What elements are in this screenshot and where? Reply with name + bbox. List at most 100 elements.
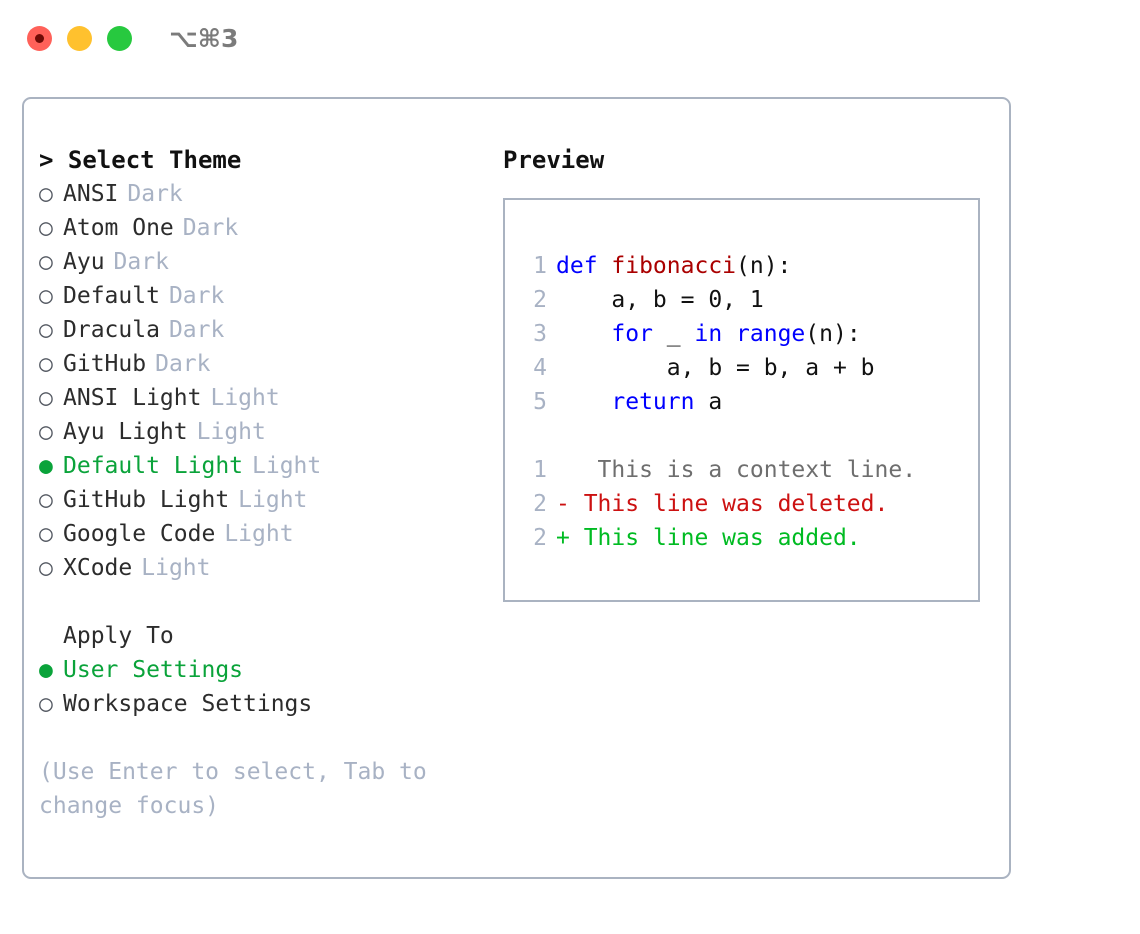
theme-option-default-dark[interactable]: ○ Default Dark — [39, 279, 489, 313]
code-line: 3 for _ in range(n): — [519, 317, 974, 351]
radio-icon: ○ — [39, 249, 53, 275]
theme-option-label: XCode — [63, 555, 133, 581]
theme-option-label: Google Code — [63, 521, 216, 547]
radio-icon: ○ — [39, 691, 53, 717]
apply-to-header: Apply To — [63, 623, 174, 649]
theme-option-google-code[interactable]: ○ Google Code Light — [39, 517, 489, 551]
theme-option-atom-one-dark[interactable]: ○ Atom One Dark — [39, 211, 489, 245]
radio-icon: ○ — [39, 385, 53, 411]
diff-line-deleted: 2- This line was deleted. — [519, 487, 974, 521]
radio-icon: ○ — [39, 351, 53, 377]
code-token: a — [694, 389, 723, 415]
theme-variant-tag: Light — [252, 453, 322, 479]
theme-option-xcode[interactable]: ○ XCode Light — [39, 551, 489, 585]
diff-text: This line was added. — [569, 525, 861, 551]
theme-variant-tag: Dark — [168, 317, 225, 343]
theme-option-label: Dracula — [63, 317, 160, 343]
code-line: 2 a, b = 0, 1 — [519, 283, 974, 317]
code-token: fibonacci — [611, 253, 737, 279]
code-token: in — [694, 321, 723, 347]
radio-icon: ○ — [39, 215, 53, 241]
radio-icon: ○ — [39, 555, 53, 581]
theme-option-label: GitHub Light — [63, 487, 230, 513]
theme-option-label: Atom One — [63, 215, 174, 241]
preview-header: Preview — [503, 146, 605, 174]
line-number: 5 — [533, 389, 547, 415]
code-token: (n): — [805, 321, 861, 347]
select-theme-header: > Select Theme — [39, 146, 242, 174]
theme-option-label: ANSI — [63, 181, 119, 207]
close-icon — [35, 34, 44, 43]
keyboard-hint-text: (Use Enter to select, Tab to change focu… — [39, 759, 427, 819]
radio-selected-icon: ● — [39, 657, 53, 683]
line-number: 2 — [533, 525, 547, 551]
theme-variant-tag: Light — [238, 487, 308, 513]
code-line: 1 def fibonacci(n): — [519, 249, 974, 283]
diff-text: This line was deleted. — [569, 491, 889, 517]
window-titlebar: ⌥⌘3 — [0, 0, 1140, 78]
code-token: a, b = b, a + b — [556, 355, 875, 381]
code-token — [556, 389, 611, 415]
theme-variant-tag: Light — [196, 419, 266, 445]
line-number: 1 — [533, 457, 547, 483]
apply-to-option-workspace-settings[interactable]: ○ Workspace Settings — [39, 687, 489, 721]
theme-option-label: Default — [63, 283, 160, 309]
apply-to-option-label: Workspace Settings — [63, 691, 313, 717]
apply-to-option-label: User Settings — [63, 657, 244, 683]
theme-option-default-light[interactable]: ● Default Light Light — [39, 449, 489, 483]
line-number: 2 — [533, 287, 547, 313]
diff-sign — [556, 457, 570, 483]
maximize-window-button[interactable] — [107, 26, 132, 51]
code-token: def — [556, 253, 612, 279]
code-token: range — [736, 321, 806, 347]
theme-option-label: Ayu — [63, 249, 105, 275]
diff-line-added: 2 + This line was added. — [519, 521, 974, 555]
theme-option-github-light[interactable]: ○ GitHub Light Light — [39, 483, 489, 517]
code-token: return — [611, 389, 695, 415]
theme-variant-tag: Dark — [155, 351, 211, 377]
radio-icon: ○ — [39, 181, 53, 207]
code-token — [556, 321, 611, 347]
theme-option-github-dark[interactable]: ○ GitHub Dark — [39, 347, 489, 381]
diff-sign: + — [556, 525, 570, 551]
theme-option-label: GitHub — [63, 351, 147, 377]
code-line: 4 a, b = b, a + b — [519, 351, 974, 385]
radio-icon: ○ — [39, 521, 53, 547]
code-token: (n): — [736, 253, 792, 279]
line-number: 2 — [533, 491, 547, 517]
diff-sign: - — [556, 491, 570, 517]
theme-variant-tag: Dark — [168, 283, 225, 309]
theme-option-label: Ayu Light — [63, 419, 188, 445]
line-number: 1 — [533, 253, 547, 279]
radio-icon: ○ — [39, 283, 53, 309]
code-line: 5 return a — [519, 385, 974, 419]
line-number: 4 — [533, 355, 547, 381]
radio-selected-icon: ● — [39, 453, 53, 479]
code-blank-line — [519, 419, 974, 453]
radio-icon: ○ — [39, 419, 53, 445]
theme-option-ansi-dark[interactable]: ○ ANSI Dark — [39, 177, 489, 211]
theme-variant-tag: Dark — [127, 181, 183, 207]
radio-icon: ○ — [39, 317, 53, 343]
minimize-window-button[interactable] — [67, 26, 92, 51]
apply-to-option-user-settings[interactable]: ● User Settings — [39, 653, 489, 687]
theme-variant-tag: Light — [224, 521, 294, 547]
code-token: for — [611, 321, 653, 347]
theme-variant-tag: Light — [141, 555, 211, 581]
list-spacer — [39, 585, 489, 619]
theme-option-ayu-light[interactable]: ○ Ayu Light Light — [39, 415, 489, 449]
code-token — [722, 321, 736, 347]
theme-variant-tag: Dark — [182, 215, 239, 241]
theme-option-dracula-dark[interactable]: ○ Dracula Dark — [39, 313, 489, 347]
keyboard-shortcut-label: ⌥⌘3 — [169, 24, 239, 53]
theme-option-label: Default Light — [63, 453, 244, 479]
radio-icon: ○ — [39, 487, 53, 513]
diff-line-context: 1 This is a context line. — [519, 453, 974, 487]
